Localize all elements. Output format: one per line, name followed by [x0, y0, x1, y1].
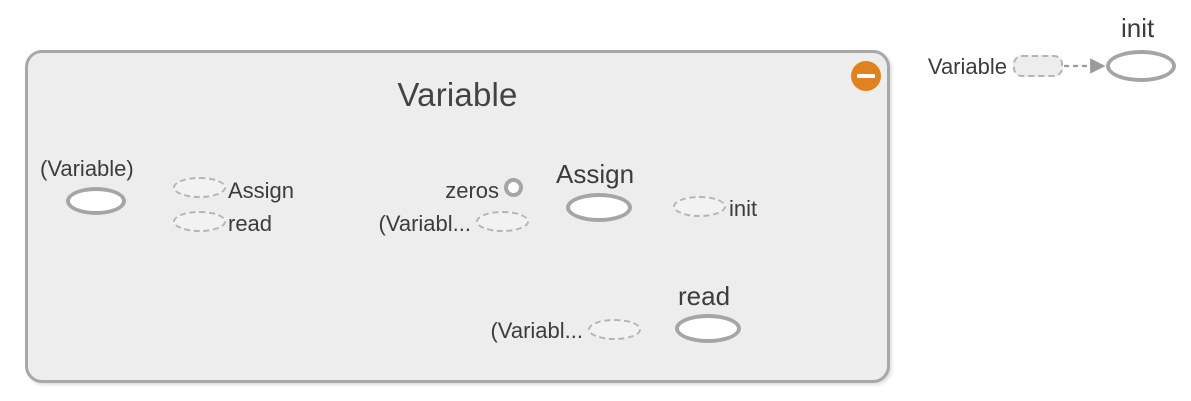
node-assign-ref-left[interactable]	[173, 177, 226, 198]
node-variable-ref-assign[interactable]	[476, 211, 529, 232]
metanode-group-variable[interactable]: Variable	[25, 50, 890, 383]
node-zeros[interactable]	[504, 178, 523, 197]
node-variable-ref-read[interactable]	[588, 319, 641, 340]
node-read-op[interactable]	[675, 314, 741, 343]
node-init-op[interactable]	[1106, 50, 1176, 82]
node-assign-op[interactable]	[566, 193, 632, 222]
node-variable-input[interactable]	[66, 187, 126, 215]
node-read-ref-left[interactable]	[173, 211, 226, 232]
minus-circle-icon[interactable]	[851, 61, 881, 91]
group-title: Variable	[397, 76, 518, 113]
node-variable-collapsed[interactable]	[1013, 55, 1063, 77]
node-init-ref[interactable]	[673, 196, 726, 217]
minus-bar	[857, 74, 875, 78]
